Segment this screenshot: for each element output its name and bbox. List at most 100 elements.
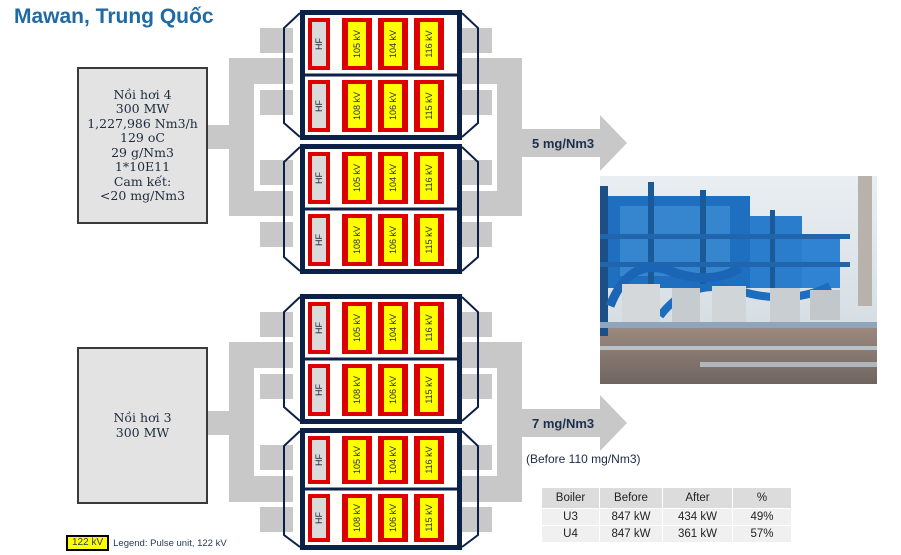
table-header-cell: Boiler <box>541 487 600 509</box>
esp-unit-pulse: 116 kV <box>414 302 444 354</box>
unit-label: 116 kV <box>424 30 434 57</box>
unit-label: 105 kV <box>352 446 362 474</box>
esp-unit-hf: HF <box>308 494 330 542</box>
esp-unit-hf: HF <box>308 364 330 416</box>
esp-unit-pulse: 106 kV <box>378 494 408 542</box>
esp-unit-pulse: 104 kV <box>378 152 408 204</box>
unit-label: 108 kV <box>352 504 362 532</box>
table-cell: 361 kW <box>662 525 733 543</box>
boiler-line: <20 mg/Nm3 <box>99 188 186 203</box>
table-row: U4 847 kW 361 kW 57% <box>541 525 792 543</box>
table-cell: U4 <box>541 525 600 543</box>
unit-label: 108 kV <box>352 92 362 120</box>
esp-unit-pulse: 106 kV <box>378 364 408 416</box>
table-row: U3 847 kW 434 kW 49% <box>541 508 792 526</box>
esp-block-3: HF 105 kV 104 kV 116 kV HF 108 kV 106 kV… <box>283 294 479 424</box>
esp-unit-pulse: 108 kV <box>342 364 372 416</box>
unit-label: 106 kV <box>388 226 398 254</box>
esp-unit-pulse: 115 kV <box>414 214 444 266</box>
emission-bottom: 7 mg/Nm3 <box>532 416 595 431</box>
esp-unit-hf: HF <box>308 18 330 70</box>
unit-label: 116 kV <box>424 446 434 473</box>
table-cell: U3 <box>541 508 600 526</box>
plant-photo <box>600 176 877 384</box>
legend: 122 kV Legend: Pulse unit, 122 kV <box>66 535 227 551</box>
unit-label: 115 kV <box>424 226 434 253</box>
unit-label: HF <box>314 384 324 396</box>
esp-unit-pulse: 115 kV <box>414 364 444 416</box>
esp-unit-hf: HF <box>308 80 330 132</box>
boiler-3-box: Nồi hơi 3 300 MW <box>77 347 208 504</box>
unit-label: 104 kV <box>388 314 398 342</box>
boiler-line: Nồi hơi 3 <box>113 410 172 425</box>
esp-unit-pulse: 105 kV <box>342 152 372 204</box>
unit-label: 115 kV <box>424 376 434 403</box>
boiler-line: 300 MW <box>115 101 170 116</box>
table-cell: 847 kW <box>599 525 663 543</box>
unit-label: 106 kV <box>388 504 398 532</box>
boiler-line: 29 g/Nm3 <box>111 144 174 160</box>
esp-unit-pulse: 104 kV <box>378 302 408 354</box>
unit-label: 108 kV <box>352 376 362 404</box>
unit-label: HF <box>314 38 324 50</box>
boiler-line: 1*10E11 <box>114 159 171 174</box>
table-cell: 847 kW <box>599 508 663 526</box>
boiler-line: 1,227,986 Nm3/h <box>87 115 198 131</box>
esp-block-2: HF 105 kV 104 kV 116 kV HF 108 kV 106 kV… <box>283 144 479 274</box>
before-note: (Before 110 mg/Nm3) <box>526 452 641 466</box>
esp-unit-pulse: 115 kV <box>414 494 444 542</box>
esp-unit-pulse: 105 kV <box>342 436 372 484</box>
unit-label: 105 kV <box>352 164 362 192</box>
esp-unit-hf: HF <box>308 436 330 484</box>
unit-label: HF <box>314 234 324 246</box>
esp-block-1: HF 105 kV 104 kV 116 kV HF 108 kV 106 kV… <box>283 10 479 140</box>
esp-unit-pulse: 106 kV <box>378 214 408 266</box>
esp-block-4: HF 105 kV 104 kV 116 kV HF 108 kV 106 kV… <box>283 428 479 550</box>
esp-unit-hf: HF <box>308 214 330 266</box>
table-header-cell: % <box>732 487 792 509</box>
esp-unit-pulse: 104 kV <box>378 436 408 484</box>
unit-label: HF <box>314 100 324 112</box>
unit-label: 115 kV <box>424 504 434 531</box>
esp-unit-pulse: 105 kV <box>342 18 372 70</box>
boiler-line: Nồi hơi 4 <box>113 86 172 102</box>
esp-unit-pulse: 116 kV <box>414 18 444 70</box>
table-header-cell: After <box>662 487 733 509</box>
page-title: Mawan, Trung Quốc <box>14 5 214 28</box>
esp-unit-pulse: 104 kV <box>378 18 408 70</box>
unit-label: HF <box>314 322 324 334</box>
esp-unit-pulse: 108 kV <box>342 214 372 266</box>
esp-unit-pulse: 105 kV <box>342 302 372 354</box>
esp-unit-pulse: 108 kV <box>342 494 372 542</box>
duct-system-top <box>207 28 627 247</box>
unit-label: 116 kV <box>424 164 434 191</box>
esp-unit-pulse: 108 kV <box>342 80 372 132</box>
unit-label: 104 kV <box>388 446 398 474</box>
boiler-line: 300 MW <box>115 424 170 440</box>
unit-label: 106 kV <box>388 92 398 120</box>
legend-swatch: 122 kV <box>66 535 110 551</box>
unit-label: 108 kV <box>352 226 362 254</box>
unit-label: HF <box>314 512 324 524</box>
unit-label: 105 kV <box>352 314 362 342</box>
results-table: Boiler Before After % U3 847 kW 434 kW 4… <box>541 487 792 543</box>
esp-unit-pulse: 116 kV <box>414 152 444 204</box>
unit-label: HF <box>314 454 324 466</box>
legend-text: Legend: Pulse unit, 122 kV <box>113 537 227 549</box>
table-header-cell: Before <box>599 487 663 509</box>
esp-unit-pulse: 115 kV <box>414 80 444 132</box>
unit-label: 105 kV <box>352 30 362 58</box>
unit-label: 104 kV <box>388 30 398 58</box>
boiler-line: Cam kết: <box>113 173 172 189</box>
table-cell: 57% <box>732 525 792 543</box>
table-cell: 434 kW <box>662 508 733 526</box>
duct-system-bottom <box>207 312 627 532</box>
unit-label: HF <box>314 172 324 184</box>
esp-unit-pulse: 106 kV <box>378 80 408 132</box>
emission-top: 5 mg/Nm3 <box>532 136 595 151</box>
table-cell: 49% <box>732 508 792 526</box>
boiler-4-box: Nồi hơi 4 300 MW 1,227,986 Nm3/h 129 oC … <box>77 67 208 224</box>
boiler-line: 129 oC <box>120 130 165 145</box>
unit-label: 116 kV <box>424 314 434 341</box>
